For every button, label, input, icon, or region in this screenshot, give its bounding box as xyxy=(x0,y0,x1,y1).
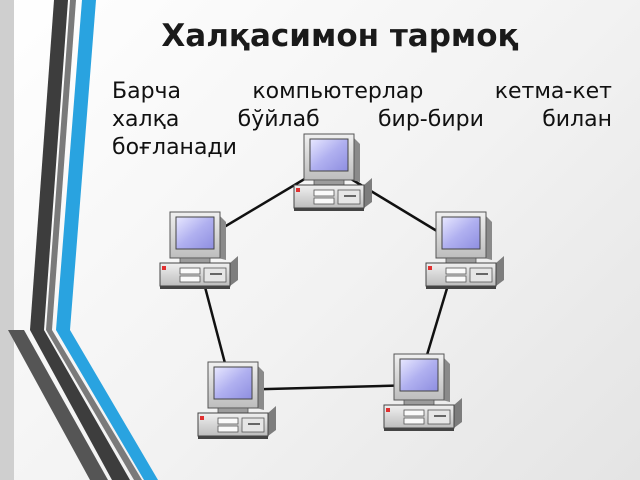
computer-node-left xyxy=(159,211,239,290)
slide-title: Халқасимон тармоқ xyxy=(161,18,519,54)
desktop-computer-icon xyxy=(425,211,505,290)
stripe-gray-bottom xyxy=(46,330,142,480)
computer-node-bottom-right xyxy=(383,353,463,432)
stripe-blue-top xyxy=(56,0,96,330)
stripe-light xyxy=(0,0,14,480)
desktop-computer-icon xyxy=(383,353,463,432)
description-line-1: Барча компьютерлар кетма-кет xyxy=(112,79,612,104)
computer-node-right xyxy=(425,211,505,290)
stripe-blue-bottom xyxy=(56,330,158,480)
computer-node-top xyxy=(293,133,373,212)
slide-description: Барча компьютерлар кетма-кет халқа бўйла… xyxy=(112,78,612,162)
desktop-computer-icon xyxy=(293,133,373,212)
desktop-computer-icon xyxy=(197,361,277,440)
stripe-shadow xyxy=(8,330,108,480)
stripe-gray-top xyxy=(46,0,76,330)
stripe-dark-bottom xyxy=(30,330,130,480)
stripe-dark-top xyxy=(30,0,68,330)
description-line-3: боғланади xyxy=(112,135,237,160)
description-line-2: халқа бўйлаб бир-бири билан xyxy=(112,107,612,132)
computer-node-bottom-left xyxy=(197,361,277,440)
desktop-computer-icon xyxy=(159,211,239,290)
